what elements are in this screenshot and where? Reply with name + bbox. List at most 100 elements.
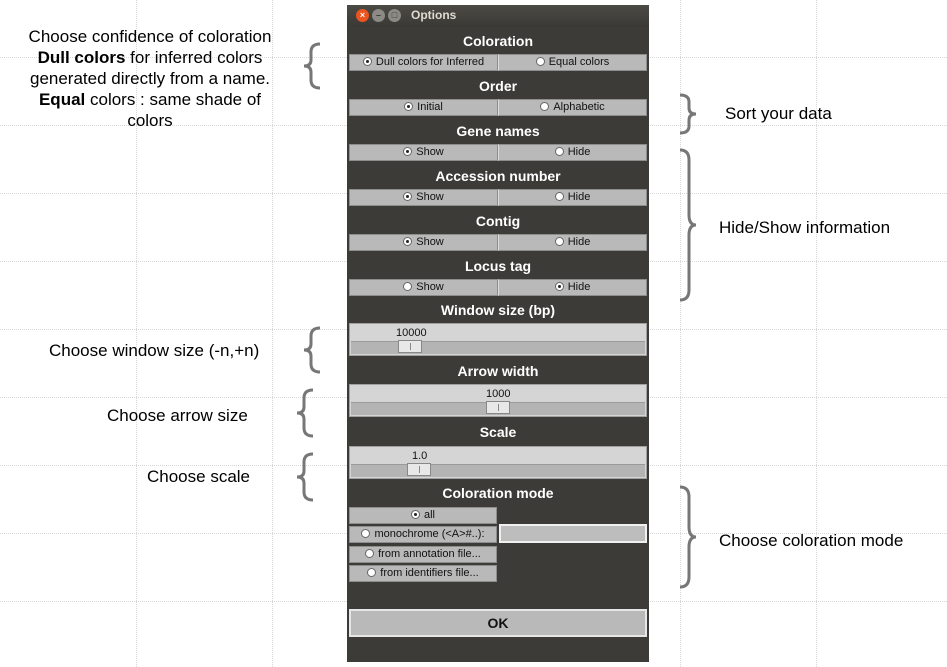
left-brace-icon xyxy=(303,42,321,90)
radio-icon xyxy=(554,147,564,156)
accession-number-option-show[interactable]: Show xyxy=(349,189,498,206)
right-brace-icon xyxy=(679,148,697,302)
slider-value: 1.0 xyxy=(412,450,428,462)
annotation-arrow-size: Choose arrow size xyxy=(107,406,248,425)
slider-thumb[interactable] xyxy=(398,340,422,353)
order-radio-group: Initial Alphabetic xyxy=(349,99,647,116)
right-brace-icon xyxy=(679,485,697,589)
slider-thumb[interactable] xyxy=(486,401,510,414)
option-label: Hide xyxy=(567,236,591,248)
coloration-mode-option-annotation-file[interactable]: from annotation file... xyxy=(349,546,497,563)
background-gridline xyxy=(272,0,273,667)
gene-names-option-hide[interactable]: Hide xyxy=(498,144,647,161)
annotation-line: Dull colors for inferred colors xyxy=(6,47,294,68)
annotation-bold: Equal xyxy=(38,90,86,109)
section-title-gene-names: Gene names xyxy=(456,123,540,139)
coloration-option-dull[interactable]: Dull colors for Inferred xyxy=(349,54,498,71)
contig-option-hide[interactable]: Hide xyxy=(498,234,647,251)
option-label: Dull colors for Inferred xyxy=(375,56,485,68)
slider-track[interactable] xyxy=(351,340,645,354)
option-label: all xyxy=(423,509,435,521)
locus-tag-option-hide[interactable]: Hide xyxy=(498,279,647,296)
radio-selected-icon xyxy=(404,102,414,111)
annotation-line: colors xyxy=(127,111,173,130)
section-title-window-size: Window size (bp) xyxy=(440,302,556,318)
coloration-option-equal[interactable]: Equal colors xyxy=(498,54,647,71)
slider-track[interactable] xyxy=(351,463,645,477)
annotation-bold: Dull colors xyxy=(37,48,126,67)
accession-number-radio-group: Show Hide xyxy=(349,189,647,206)
left-brace-icon xyxy=(296,452,314,502)
annotation-window-size: Choose window size (-n,+n) xyxy=(49,341,260,360)
section-title-coloration-mode: Coloration mode xyxy=(442,485,554,501)
background-gridline xyxy=(136,0,137,667)
slider-thumb[interactable] xyxy=(407,463,431,476)
option-label: Show xyxy=(416,236,444,248)
coloration-mode-option-identifiers-file[interactable]: from identifiers file... xyxy=(349,565,497,582)
radio-icon xyxy=(403,282,413,291)
arrow-width-slider[interactable]: 1000 xyxy=(349,384,647,417)
annotation-scale: Choose scale xyxy=(147,467,251,486)
option-label: Show xyxy=(416,146,444,158)
accession-number-option-hide[interactable]: Hide xyxy=(498,189,647,206)
section-title-scale: Scale xyxy=(479,424,517,440)
minimize-icon[interactable]: – xyxy=(372,9,385,22)
locus-tag-radio-group: Show Hide xyxy=(349,279,647,296)
slider-track[interactable] xyxy=(351,401,645,415)
radio-selected-icon xyxy=(554,282,564,291)
annotation-sort: Sort your data xyxy=(725,104,832,123)
options-window: × – □ Options Coloration Dull colors for… xyxy=(347,5,649,662)
section-title-accession-number: Accession number xyxy=(435,168,561,184)
gene-names-option-show[interactable]: Show xyxy=(349,144,498,161)
annotation-line: Equal colors : same shade of xyxy=(6,89,294,110)
maximize-icon[interactable]: □ xyxy=(388,9,401,22)
radio-selected-icon xyxy=(362,57,372,66)
radio-selected-icon xyxy=(403,147,413,156)
radio-icon xyxy=(367,568,377,577)
radio-selected-icon xyxy=(403,192,413,201)
title-bar[interactable]: × – □ Options xyxy=(347,5,649,27)
close-icon[interactable]: × xyxy=(356,9,369,22)
annotation-line: Choose confidence of coloration xyxy=(28,27,272,46)
section-title-locus-tag: Locus tag xyxy=(464,258,532,274)
radio-icon xyxy=(535,57,545,66)
section-title-coloration: Coloration xyxy=(463,33,533,49)
section-title-contig: Contig xyxy=(475,213,521,229)
contig-option-show[interactable]: Show xyxy=(349,234,498,251)
slider-value: 10000 xyxy=(396,327,427,339)
order-option-initial[interactable]: Initial xyxy=(349,99,498,116)
annotation-coloration-mode: Choose coloration mode xyxy=(719,531,904,550)
order-option-alphabetic[interactable]: Alphabetic xyxy=(498,99,647,116)
radio-icon xyxy=(540,102,550,111)
option-label: Alphabetic xyxy=(553,101,605,113)
monochrome-color-input[interactable] xyxy=(499,524,647,543)
scale-slider[interactable]: 1.0 xyxy=(349,446,647,479)
option-label: Show xyxy=(416,281,444,293)
locus-tag-option-show[interactable]: Show xyxy=(349,279,498,296)
slider-value: 1000 xyxy=(486,388,511,400)
option-label: Show xyxy=(416,191,444,203)
section-title-order: Order xyxy=(478,78,518,94)
background-gridline xyxy=(816,0,817,667)
option-label: Initial xyxy=(417,101,443,113)
option-label: from identifiers file... xyxy=(380,567,479,579)
radio-icon xyxy=(554,237,564,246)
option-label: from annotation file... xyxy=(378,548,481,560)
right-brace-icon xyxy=(679,93,697,135)
annotation-text: colors : same shade of xyxy=(85,90,262,109)
coloration-mode-option-all[interactable]: all xyxy=(349,507,497,524)
window-size-slider[interactable]: 10000 xyxy=(349,323,647,356)
option-label: Hide xyxy=(567,191,591,203)
ok-button[interactable]: OK xyxy=(349,609,647,637)
background-gridline xyxy=(680,0,681,667)
contig-radio-group: Show Hide xyxy=(349,234,647,251)
option-label: Hide xyxy=(567,146,591,158)
annotation-hide-show: Hide/Show information xyxy=(719,218,891,237)
radio-icon xyxy=(361,529,371,538)
option-label: monochrome (<A>#..): xyxy=(374,528,485,540)
annotation-text: for inferred colors xyxy=(125,48,263,67)
gene-names-radio-group: Show Hide xyxy=(349,144,647,161)
coloration-radio-group: Dull colors for Inferred Equal colors xyxy=(349,54,647,71)
left-brace-icon xyxy=(296,388,314,438)
coloration-mode-option-monochrome[interactable]: monochrome (<A>#..): xyxy=(349,526,497,543)
